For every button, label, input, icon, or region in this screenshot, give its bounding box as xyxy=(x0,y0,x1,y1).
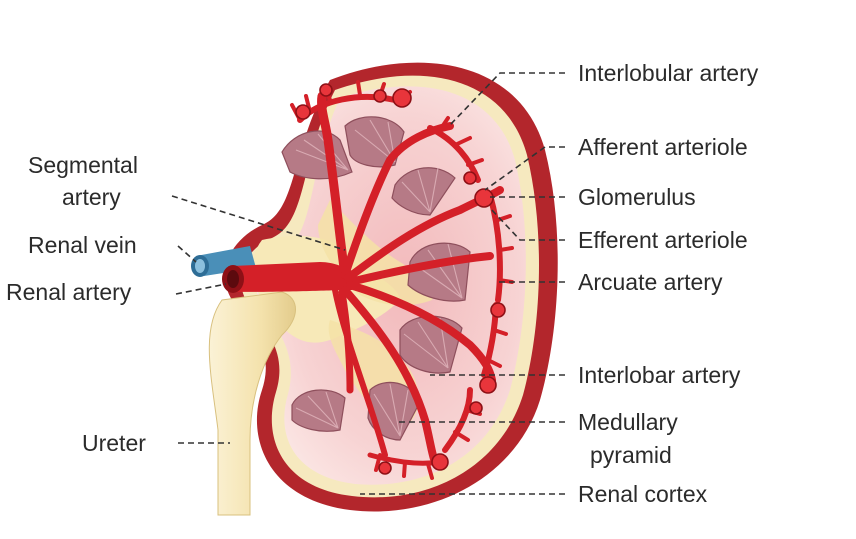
label-efferent-arteriole: Efferent arteriole xyxy=(578,227,748,253)
label-ureter: Ureter xyxy=(82,430,146,456)
leader-lines xyxy=(171,72,565,495)
label-medullary-pyramid-line1: Medullary xyxy=(578,409,678,435)
label-interlobar-artery: Interlobar artery xyxy=(578,362,741,388)
leader-segmental-artery xyxy=(171,195,346,251)
leader-afferent-arteriole xyxy=(484,146,565,191)
label-afferent-arteriole: Afferent arteriole xyxy=(578,134,748,160)
leader-renal-vein xyxy=(177,245,197,263)
label-arcuate-artery: Arcuate artery xyxy=(578,269,723,295)
leader-renal-artery xyxy=(175,283,227,295)
pyramid-6 xyxy=(291,389,346,432)
label-interlobular-artery: Interlobular artery xyxy=(578,60,759,86)
renal-artery-vessel xyxy=(222,262,355,293)
label-glomerulus: Glomerulus xyxy=(578,184,696,210)
label-renal-artery: Renal artery xyxy=(6,279,132,305)
pyramid-3 xyxy=(391,167,456,216)
medullary-pyramids xyxy=(281,116,471,441)
glomeruli xyxy=(295,83,506,475)
label-medullary-pyramid-line2: pyramid xyxy=(590,442,672,468)
pyramid-7 xyxy=(367,381,421,441)
label-segmental-artery-line2: artery xyxy=(62,184,121,210)
ureter-tube xyxy=(208,291,296,516)
leader-efferent-arteriole xyxy=(489,207,565,241)
label-renal-cortex: Renal cortex xyxy=(578,481,708,507)
leader-interlobular-artery xyxy=(449,72,565,126)
label-renal-vein: Renal vein xyxy=(28,232,137,258)
label-segmental-artery-line1: Segmental xyxy=(28,152,138,178)
